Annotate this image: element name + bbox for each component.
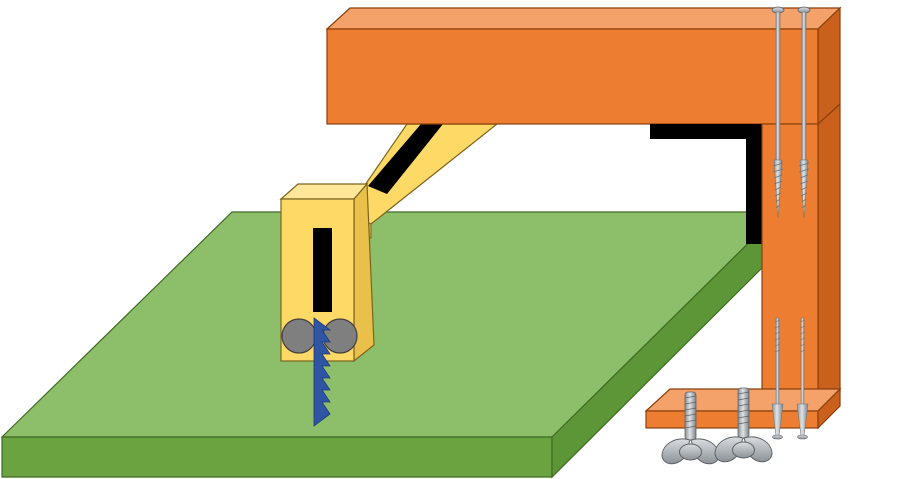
base-board-front [1,436,553,478]
long-screw-right [797,6,811,219]
saw-blade-teeth [313,317,332,427]
saw-blade [313,317,332,427]
long-screw-left [771,6,785,219]
short-screw-right [796,317,809,440]
slider-slot [368,124,443,194]
post-side-face [817,6,841,416]
wing-nut-right [714,387,773,463]
orange-post [761,6,841,416]
top-arm-top-face [325,7,842,30]
carriage-top-face [279,183,369,200]
foot-side-face [817,387,841,430]
short-screw-left [771,317,784,440]
wing-nut-left [661,391,720,465]
base-board [0,210,782,479]
roller-right [322,318,358,354]
carriage-slot [313,228,332,312]
roller-left [281,318,317,354]
foot-front-face [645,410,819,429]
bracket-horizontal [650,124,762,139]
bracket-vertical [746,139,762,244]
top-arm-front-face [326,28,819,125]
black-bracket [650,124,762,244]
post-front-face [761,123,819,415]
post-joint-line [817,103,841,125]
orange-top-arm [325,7,842,125]
